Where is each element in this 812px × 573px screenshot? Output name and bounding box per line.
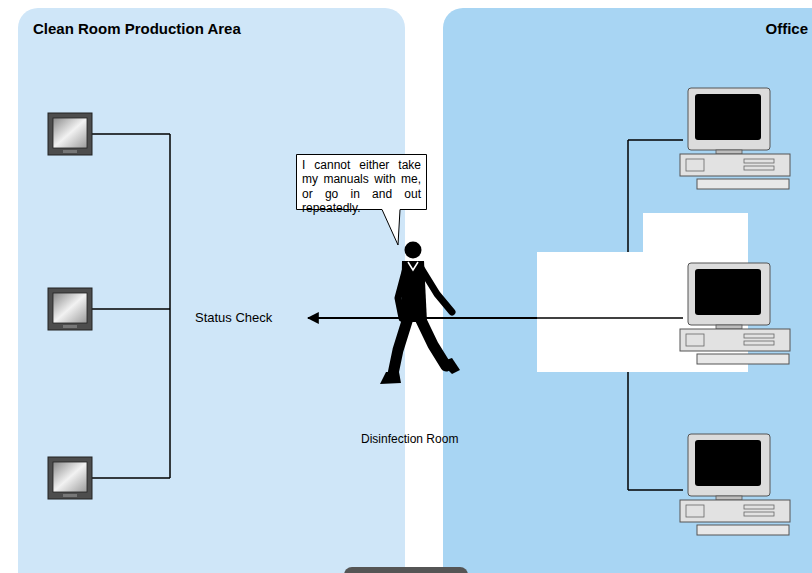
bottom-tab bbox=[344, 567, 468, 573]
arrow-label: Status Check bbox=[195, 310, 272, 325]
area-label: Disinfection Room bbox=[361, 432, 458, 446]
panel-monitor bbox=[48, 457, 92, 499]
area-title: Clean Room Production Area bbox=[33, 20, 241, 38]
panel-monitor bbox=[48, 288, 92, 330]
area-title: Office bbox=[765, 20, 808, 38]
bubble-shape bbox=[297, 155, 427, 246]
speech-text: I cannot either take my manuals with me,… bbox=[302, 158, 421, 216]
pc-wiring bbox=[537, 317, 683, 319]
panel-monitor bbox=[48, 113, 92, 155]
speech-bubble: I cannot either take my manuals with me,… bbox=[296, 154, 427, 246]
